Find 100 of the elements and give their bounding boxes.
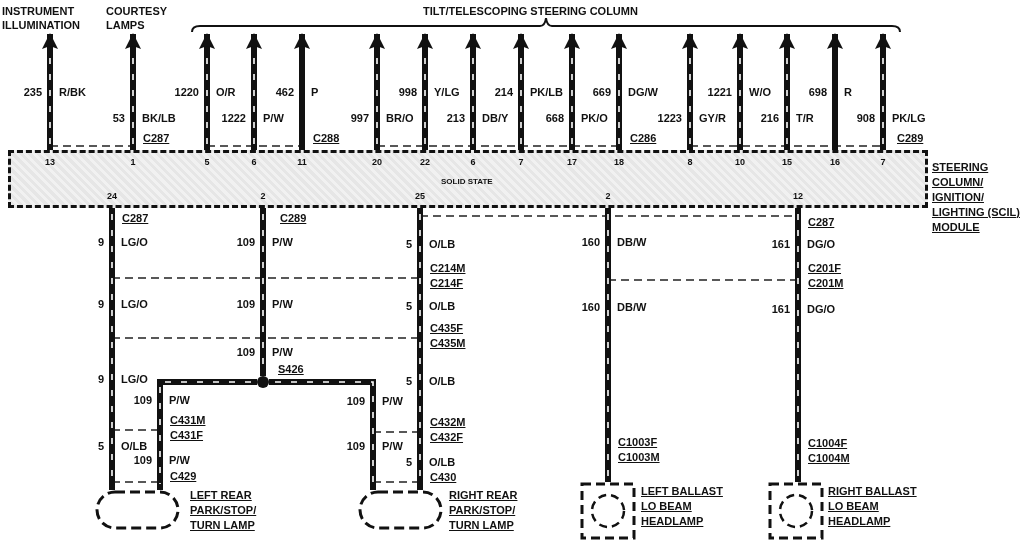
- circuit-number: 109: [133, 454, 152, 467]
- circuit-number: 669: [592, 86, 611, 99]
- wire-arrow: [125, 33, 141, 150]
- circuit-number: 698: [808, 86, 827, 99]
- wire-color: DG/W: [628, 86, 658, 99]
- pin-number: 16: [830, 156, 840, 169]
- connector-label: C288: [313, 132, 340, 145]
- pin-number: 11: [297, 156, 307, 169]
- component-name: LEFT BALLAST LO BEAM HEADLAMP: [641, 484, 724, 529]
- wire-color: P/W: [169, 454, 190, 467]
- connector-label: C431F: [170, 429, 204, 442]
- circuit-number: 9: [97, 236, 104, 249]
- wire-color: P/W: [169, 394, 190, 407]
- circuit-number: 161: [771, 303, 790, 316]
- wire-color: LG/O: [121, 373, 148, 386]
- wire-color: BR/O: [386, 112, 414, 125]
- connector-label: C430: [430, 471, 457, 484]
- circuit-number: 5: [405, 375, 412, 388]
- wire: [417, 208, 423, 490]
- splice-label: S426: [278, 362, 305, 377]
- circuit-number: 1222: [221, 112, 246, 125]
- connector-label: C431M: [170, 414, 206, 427]
- circuit-number: 1220: [174, 86, 199, 99]
- component-name: RIGHT REAR PARK/STOP/ TURN LAMP: [449, 488, 519, 533]
- connector-label: C1004F: [808, 437, 848, 450]
- circuit-number: 668: [545, 112, 564, 125]
- wire: [795, 208, 801, 482]
- circuit-number: 109: [236, 236, 255, 249]
- circuit-number: 1223: [657, 112, 682, 125]
- wire-color: W/O: [749, 86, 771, 99]
- circuit-number: 5: [405, 300, 412, 313]
- connector-label: C1003M: [618, 451, 660, 464]
- connector-label: C429: [170, 470, 197, 483]
- wire-color: O/LB: [429, 238, 456, 251]
- connector-label: C201M: [808, 277, 844, 290]
- circuit-number: 235: [23, 86, 42, 99]
- wire-arrow: [779, 33, 795, 150]
- pin-number: 12: [793, 190, 803, 203]
- wire-color: PK/LG: [892, 112, 926, 125]
- wire-arrow: [199, 33, 215, 150]
- wire-color: P: [311, 86, 319, 99]
- pin-number: 8: [687, 156, 693, 169]
- wire-arrow: [827, 33, 843, 150]
- circuit-number: 9: [97, 298, 104, 311]
- module-box: [8, 150, 928, 208]
- wire-color: T/R: [796, 112, 814, 125]
- pin-number: 6: [251, 156, 257, 169]
- connector-label: C432M: [430, 416, 466, 429]
- connector-label: C287: [143, 132, 170, 145]
- wire-color: GY/R: [699, 112, 726, 125]
- wire-color: P/W: [272, 236, 293, 249]
- module-name: STEERING COLUMN/ IGNITION/ LIGHTING (SCIL) MODULE: [932, 160, 1021, 235]
- wire-color: DG/O: [807, 303, 836, 316]
- circuit-number: 9: [97, 373, 104, 386]
- connector-label: C214F: [430, 277, 464, 290]
- wire-color: DB/W: [617, 236, 647, 249]
- connector-label: C201F: [808, 262, 842, 275]
- wire: [109, 208, 115, 490]
- connector-label: C214M: [430, 262, 466, 275]
- circuit-number: 109: [236, 346, 255, 359]
- pin-number: 6: [470, 156, 476, 169]
- circuit-number: 53: [112, 112, 125, 125]
- pin-number: 1: [130, 156, 136, 169]
- circuit-number: 109: [346, 395, 365, 408]
- pin-number: 22: [420, 156, 430, 169]
- circuit-number: 5: [405, 456, 412, 469]
- pin-number: 20: [372, 156, 382, 169]
- connector-label: C435F: [430, 322, 464, 335]
- circuit-number: 216: [760, 112, 779, 125]
- circuit-number: 5: [405, 238, 412, 251]
- wire-arrow: [369, 33, 385, 150]
- connector-label: C287: [808, 216, 835, 229]
- circuit-number: 109: [236, 298, 255, 311]
- wire-arrow: [564, 33, 580, 150]
- wire-color: O/LB: [429, 375, 456, 388]
- wire-color: R/BK: [59, 86, 86, 99]
- pin-number: 7: [880, 156, 886, 169]
- wire: [260, 208, 266, 376]
- wire-color: DG/O: [807, 238, 836, 251]
- wire-color: O/LB: [429, 300, 456, 313]
- pin-number: 5: [204, 156, 210, 169]
- circuit-number: 5: [97, 440, 104, 453]
- wire-arrow: [513, 33, 529, 150]
- wire-color: R: [844, 86, 852, 99]
- wire-color: Y/LG: [434, 86, 460, 99]
- circuit-number: 109: [133, 394, 152, 407]
- wire-arrow: [875, 33, 891, 150]
- connector-label: C286: [630, 132, 657, 145]
- pin-number: 24: [107, 190, 117, 203]
- connector-label: C289: [280, 212, 307, 225]
- connector-label: C289: [897, 132, 924, 145]
- circuit-number: 462: [275, 86, 294, 99]
- wire-arrow: [732, 33, 748, 150]
- wire-color: P/W: [382, 395, 403, 408]
- wire-color: DB/W: [617, 301, 647, 314]
- harness-label: TILT/TELESCOPING STEERING COLUMN: [423, 5, 638, 17]
- circuit-number: 161: [771, 238, 790, 251]
- wire-arrow: [417, 33, 433, 150]
- connector-label: C1004M: [808, 452, 850, 465]
- wire-color: BK/LB: [142, 112, 176, 125]
